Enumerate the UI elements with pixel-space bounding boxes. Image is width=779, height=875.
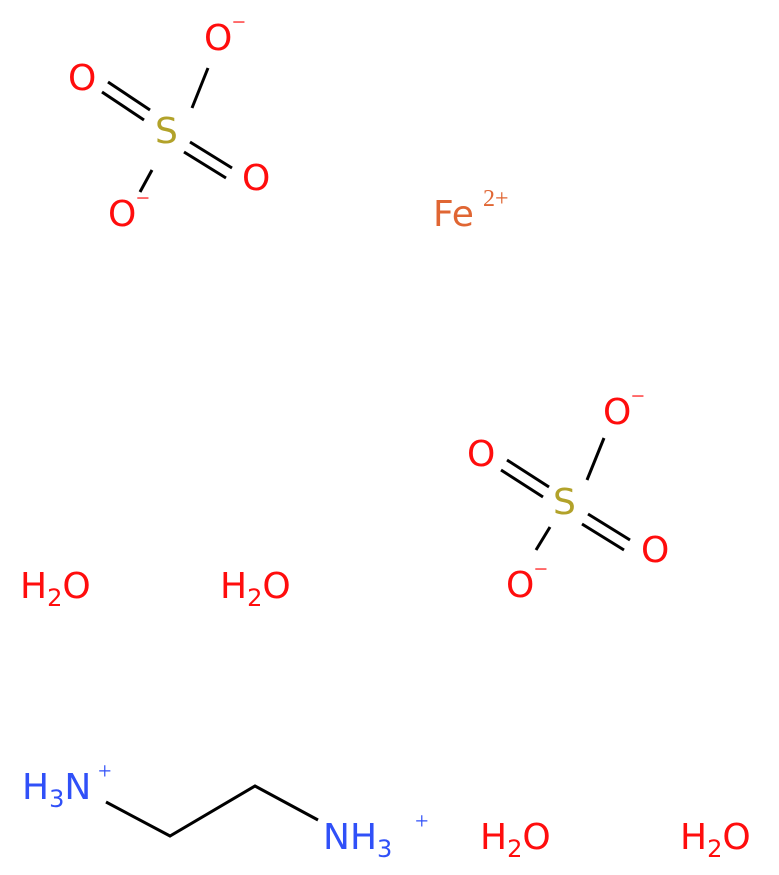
water-3-subscript: 2: [507, 835, 522, 863]
ammonium-left-formula: H3N: [22, 767, 91, 813]
water-4-oxygen: O: [722, 817, 750, 858]
water-3-hydrogen: H: [480, 817, 507, 858]
s1-double-left-a: [107, 80, 151, 112]
water-3-formula: H2O: [480, 817, 551, 863]
s2-oxygen-left: O: [467, 434, 495, 475]
s1-sulfur: S: [155, 111, 178, 152]
water-2-oxygen: O: [262, 566, 290, 607]
sulfate-2-bonds: [500, 437, 631, 552]
ammonium-left-charge: +: [98, 759, 112, 785]
water-1-subscript: 2: [47, 584, 62, 612]
s2-oxygen-bottom-charge: −: [534, 557, 548, 583]
s1-bond-top: [190, 67, 210, 109]
water-4-hydrogen: H: [680, 817, 707, 858]
ammonium-left-nitrogen: N: [64, 767, 91, 808]
s2-bond-top: [585, 437, 606, 481]
s2-sulfur: S: [553, 482, 576, 523]
ammonium-right: NH3 +: [323, 809, 429, 863]
s1-oxygen-right: O: [242, 158, 270, 199]
ammonium-right-charge: +: [415, 809, 429, 835]
water-3-oxygen: O: [522, 817, 550, 858]
ammonium-left-subscript: 3: [49, 785, 64, 813]
ammonium-right-nitrogen: N: [323, 817, 350, 858]
s1-bond-bottom: [138, 169, 154, 193]
iron-charge: 2+: [483, 186, 509, 212]
s2-double-left-b: [500, 468, 544, 499]
sulfate-1-bonds: [101, 67, 233, 193]
s1-double-left-b: [101, 90, 145, 122]
s1-oxygen-bottom: O: [108, 194, 136, 235]
carbon-chain: [105, 784, 319, 838]
water-2-hydrogen: H: [220, 566, 247, 607]
water-4-formula: H2O: [680, 817, 751, 863]
s1-oxygen-left: O: [68, 58, 96, 99]
s2-oxygen-right: O: [641, 530, 669, 571]
s1-oxygen-bottom-charge: −: [136, 186, 150, 212]
s1-oxygen-top: O: [204, 18, 232, 59]
water-2: H2O: [220, 566, 291, 612]
s1-double-right-a: [189, 140, 233, 170]
ethylenediammonium-bonds: [105, 784, 319, 838]
water-1-oxygen: O: [62, 566, 90, 607]
s1-oxygen-top-charge: −: [232, 10, 246, 36]
water-2-subscript: 2: [247, 584, 262, 612]
ammonium-left: H3N +: [22, 759, 112, 813]
iron-symbol: Fe: [433, 194, 474, 235]
water-1-hydrogen: H: [20, 566, 47, 607]
s2-oxygen-top: O: [603, 392, 631, 433]
s2-double-right-a: [587, 512, 631, 542]
s2-double-left-a: [506, 458, 550, 489]
water-1-formula: H2O: [20, 566, 91, 612]
s2-double-right-b: [581, 522, 625, 552]
water-4: H2O: [680, 817, 751, 863]
s1-double-right-b: [183, 150, 227, 180]
water-4-subscript: 2: [707, 835, 722, 863]
ammonium-right-subscript: 3: [377, 835, 392, 863]
iron-ion: Fe 2+: [433, 186, 509, 235]
water-2-formula: H2O: [220, 566, 291, 612]
s2-oxygen-bottom: O: [506, 565, 534, 606]
water-1: H2O: [20, 566, 91, 612]
ammonium-left-hydrogen: H: [22, 767, 49, 808]
s2-bond-bottom: [534, 526, 552, 551]
sulfate-2: O − O S O O −: [467, 384, 669, 606]
sulfate-1: O − O S O O −: [68, 10, 270, 235]
ammonium-right-formula: NH3: [323, 817, 392, 863]
s2-oxygen-top-charge: −: [631, 384, 645, 410]
ammonium-right-hydrogen: H: [350, 817, 377, 858]
water-3: H2O: [480, 817, 551, 863]
